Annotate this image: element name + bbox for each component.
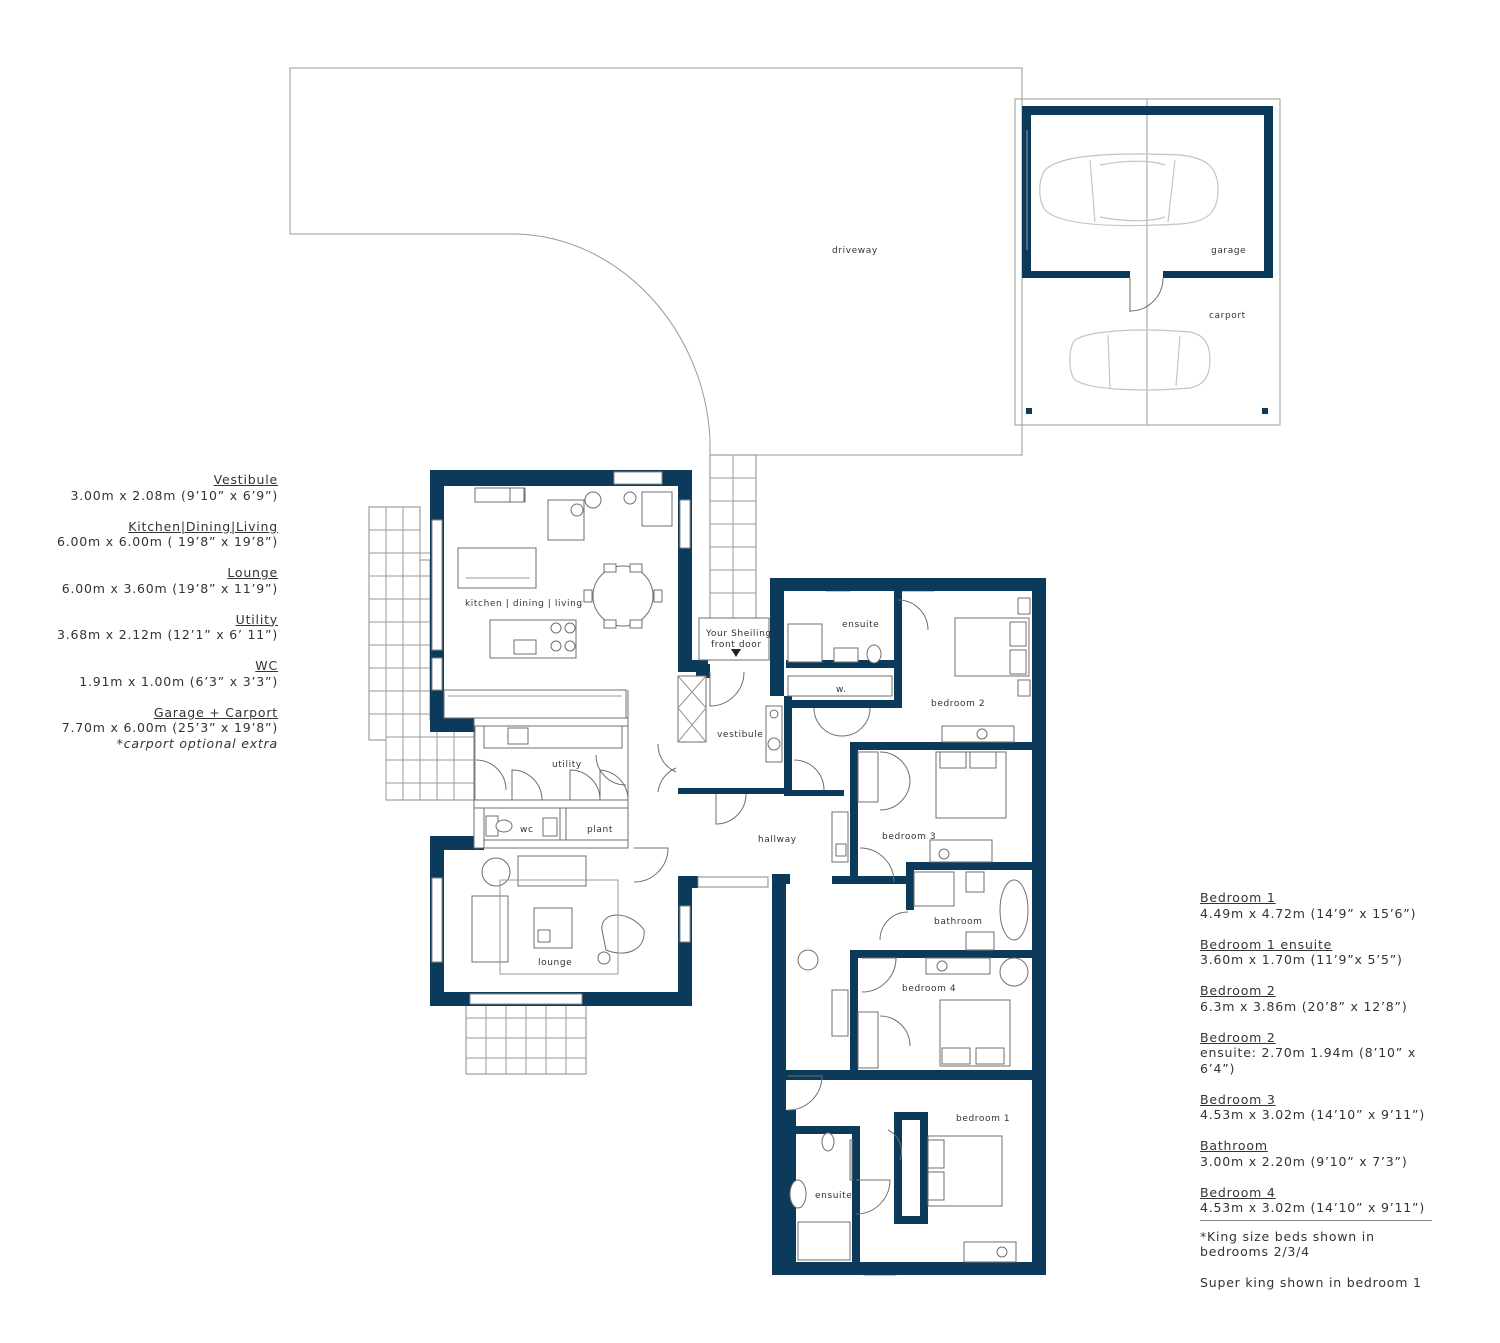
terrace-lounge [465,997,587,1075]
note-line: bedrooms 2/3/4 [1200,1244,1310,1259]
room-label-ensuite-1: ensuite [815,1191,852,1201]
driveway-outline [289,67,1023,456]
legend-note: *carport optional extra [116,735,278,751]
legend-title: Kitchen|Dining|Living [128,518,278,534]
legend-title: Bathroom [1200,1138,1268,1153]
legend-item: Garage + Carport 7.70m x 6.00m (25’3” x … [30,705,278,752]
room-label-bedroom-4: bedroom 4 [902,984,956,994]
front-door-marker [698,617,770,661]
room-label-driveway: driveway [832,246,878,256]
legend-item: Bedroom 1 ensuite 3.60m x 1.70m (11’9”x … [1200,937,1440,968]
legend-title: Utility [235,611,278,627]
front-door-label: Your Sheiling [705,629,772,639]
legend-size: 4.49m x 4.72m (14’9” x 15’6”) [1200,905,1417,921]
room-label-kitchen: kitchen | dining | living [465,599,583,609]
legend-title: Bedroom 2 [1200,1029,1276,1045]
room-labels: driveway garage carport kitchen | dining… [465,246,1246,1201]
room-label-bedroom-2: bedroom 2 [931,699,985,709]
room-label-bathroom: bathroom [934,917,983,927]
legend-size: 3.60m x 1.70m (11’9”x 5’5”) [1200,952,1403,967]
wardrobe-label: w. [836,685,847,695]
legend-title: Bedroom 1 ensuite [1200,936,1333,952]
legend-title: WC [255,658,278,673]
room-label-lounge: lounge [538,958,572,968]
super-king-note: Super king shown in bedroom 1 [1200,1275,1422,1290]
legend-item: Bedroom 2 6.3m x 3.86m (20’8” x 12’8”) [1200,983,1440,1014]
legend-item: Utility 3.68m x 2.12m (12’1” x 6’ 11”) [30,612,278,643]
room-label-bedroom-3: bedroom 3 [882,832,936,842]
note-line: *King size beds shown in [1200,1228,1375,1244]
legend-item: WC 1.91m x 1.00m (6’3” x 3’3”) [30,658,278,689]
legend-item: Bedroom 1 4.49m x 4.72m (14’9” x 15’6”) [1200,890,1440,921]
room-label-carport: carport [1209,311,1246,321]
legend-size: 6.3m x 3.86m (20’8” x 12’8”) [1200,998,1408,1014]
car-icon [1039,153,1219,227]
legend-title: Garage + Carport [153,704,278,720]
legend-size: 3.00m x 2.20m (9’10” x 7’3”) [1200,1153,1408,1169]
room-label-ensuite-2: ensuite [842,620,879,630]
room-label-plant: plant [587,825,613,835]
legend-size: 4.53m x 3.02m (14’10” x 9’11”) [1200,1200,1426,1215]
legend-item: Kitchen|Dining|Living 6.00m x 6.00m ( 19… [30,519,278,550]
room-label-garage: garage [1211,246,1246,256]
terrace-front [709,454,757,619]
legend-title: Bedroom 4 [1200,1184,1276,1200]
legend-title: Lounge [227,565,278,580]
legend-divider [1200,1219,1432,1221]
legend-title: Bedroom 3 [1200,1091,1276,1107]
garage-carport [1014,98,1281,426]
interior-left [443,487,677,975]
legend-title: Vestibule [213,472,278,487]
legend-item: Bathroom 3.00m x 2.20m (9’10” x 7’3”) [1200,1138,1440,1169]
legend-item: Bedroom 4 4.53m x 3.02m (14’10” x 9’11”) [1200,1185,1440,1216]
legend-size: 3.68m x 2.12m (12’1” x 6’ 11”) [56,627,278,642]
legend-size: 6.00m x 6.00m ( 19’8” x 19’8”) [56,534,278,549]
legend-size: 3.00m x 2.08m (9’10” x 6’9”) [70,487,278,503]
legend-size: 4.53m x 3.02m (14’10” x 9’11”) [1200,1107,1426,1122]
legend-title: Bedroom 2 [1200,983,1276,998]
legend-item: Lounge 6.00m x 3.60m (19’8” x 11’9”) [30,565,278,596]
car-icon [1069,329,1211,391]
legend-size: 1.91m x 1.00m (6’3” x 3’3”) [79,673,278,689]
legend-size: 7.70m x 6.00m (25’3” x 19’8”) [61,720,278,735]
left-legend: Vestibule 3.00m x 2.08m (9’10” x 6’9”) K… [30,472,278,767]
front-door-label: front door [711,640,762,650]
room-label-vestibule: vestibule [717,730,763,740]
legend-size: 6.00m x 3.60m (19’8” x 11’9”) [61,580,278,596]
fixtures-right-wing [677,597,1031,1263]
legend-item: Bedroom 2 ensuite: 2.70m 1.94m (8’10” x … [1200,1030,1440,1077]
legend-item: Vestibule 3.00m x 2.08m (9’10” x 6’9”) [30,472,278,503]
room-label-hallway: hallway [758,835,797,845]
right-legend: Bedroom 1 4.49m x 4.72m (14’9” x 15’6”) … [1200,890,1440,1291]
bed-size-note: *King size beds shown in bedrooms 2/3/4 [1200,1229,1440,1260]
legend-size: ensuite: 2.70m 1.94m (8’10” x 6’4”) [1200,1045,1417,1076]
legend-title: Bedroom 1 [1200,890,1276,905]
room-label-bedroom-1: bedroom 1 [956,1114,1010,1124]
legend-item: Bedroom 3 4.53m x 3.02m (14’10” x 9’11”) [1200,1092,1440,1123]
room-label-utility: utility [552,760,582,770]
room-label-wc: wc [520,825,534,835]
